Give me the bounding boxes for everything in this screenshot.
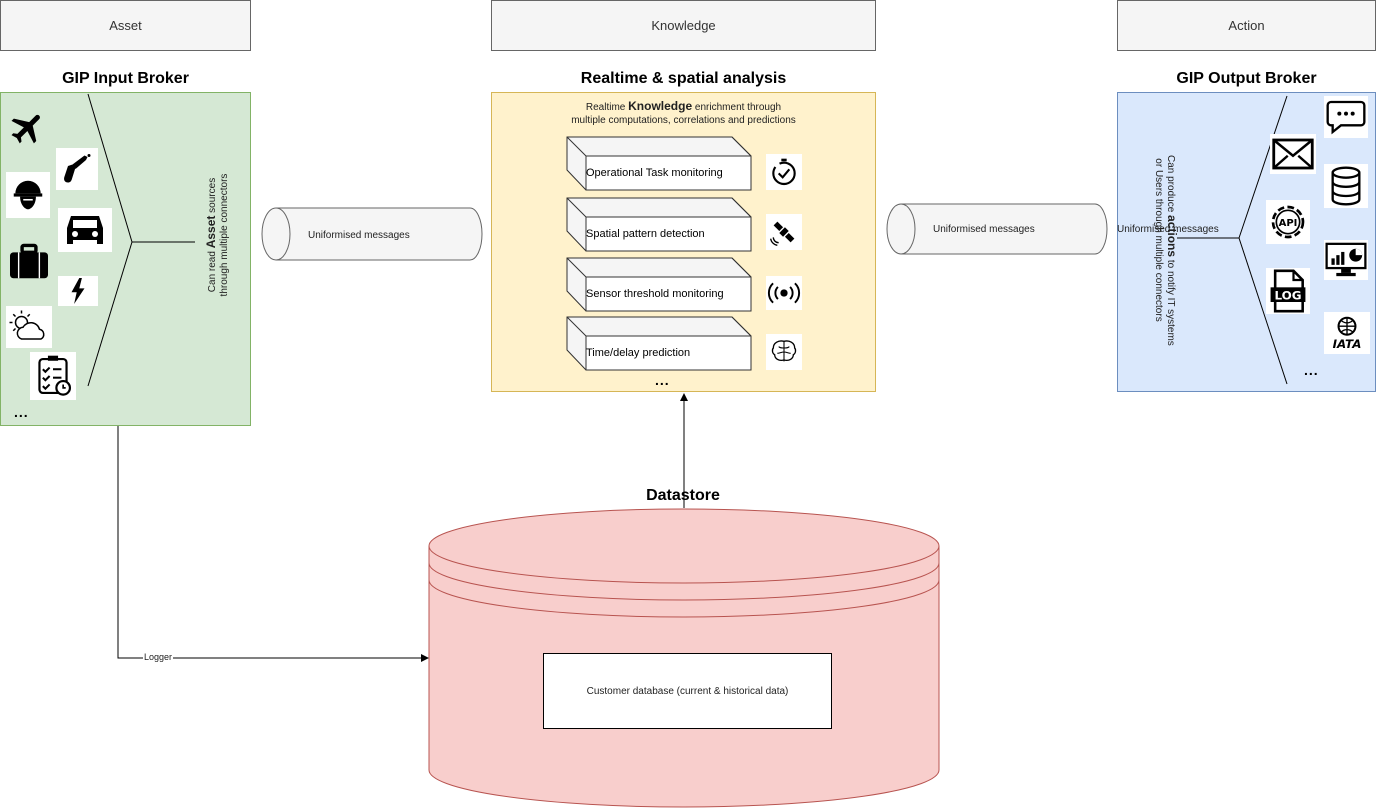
customer-database-label: Customer database (current & historical … — [586, 685, 789, 697]
chat-icon — [1324, 96, 1368, 138]
output-broker-title: GIP Output Broker — [1176, 70, 1317, 87]
datastore-title: Datastore — [646, 487, 720, 504]
stopwatch-icon — [766, 154, 802, 190]
helmet-icon — [6, 172, 50, 218]
module-label: Sensor threshold monitoring — [586, 288, 724, 300]
analysis-title: Realtime & spatial analysis — [580, 70, 787, 87]
module-box-shape — [566, 197, 752, 252]
header-action: Action — [1117, 0, 1376, 51]
dashboard-icon — [1324, 240, 1368, 280]
output-broker-more: ... — [1304, 362, 1319, 378]
module-sensor-threshold: Sensor threshold monitoring — [566, 257, 752, 312]
module-label: Time/delay prediction — [586, 347, 691, 359]
analysis-description: Realtime Knowledge enrichment through mu… — [491, 100, 876, 127]
header-asset-label: Asset — [109, 18, 142, 33]
signal-icon — [766, 276, 802, 310]
satellite-icon — [766, 214, 802, 250]
suitcase-icon — [6, 240, 52, 282]
header-action-label: Action — [1228, 18, 1265, 33]
output-broker-fan-lines — [1177, 95, 1288, 385]
left-queue-label: Uniformised messages — [308, 230, 410, 241]
input-broker-fan-lines — [87, 93, 195, 387]
module-operational-task: Operational Task monitoring — [566, 136, 752, 191]
analysis-desc-bold: Knowledge — [628, 99, 693, 113]
airplane-icon — [6, 106, 50, 150]
right-queue-label: Uniformised messages — [933, 224, 1035, 235]
logger-label: Logger — [143, 652, 174, 662]
customer-database-box: Customer database (current & historical … — [543, 653, 832, 729]
iata-icon: IATA — [1324, 312, 1370, 354]
left-message-queue — [261, 207, 483, 261]
mail-icon — [1270, 134, 1316, 174]
car-icon — [58, 208, 112, 252]
api-icon: API — [1266, 200, 1310, 244]
header-knowledge: Knowledge — [491, 0, 876, 51]
module-box-shape — [566, 316, 752, 371]
lightning-icon — [58, 276, 98, 306]
analysis-desc-suffix: enrichment through — [692, 102, 782, 113]
module-time-delay: Time/delay prediction — [566, 316, 752, 371]
analysis-desc-line2: multiple computations, correlations and … — [571, 115, 796, 126]
database-icon — [1324, 164, 1368, 208]
module-label: Operational Task monitoring — [586, 167, 723, 179]
log-file-icon: LOG — [1266, 268, 1310, 314]
header-knowledge-label: Knowledge — [651, 18, 716, 33]
input-broker-more: ... — [14, 404, 29, 420]
module-box-shape — [566, 257, 752, 312]
fuel-pump-icon — [56, 148, 98, 190]
right-message-queue — [886, 203, 1108, 255]
right-overlap-queue-label: Uniformised messages — [1117, 224, 1219, 235]
analysis-more: ... — [655, 372, 670, 388]
module-spatial-pattern: Spatial pattern detection — [566, 197, 752, 252]
header-asset: Asset — [0, 0, 251, 51]
module-box-shape — [566, 136, 752, 191]
input-broker-title: GIP Input Broker — [62, 70, 189, 87]
svg-text:IATA: IATA — [1333, 337, 1362, 351]
svg-text:API: API — [1279, 218, 1298, 229]
weather-icon — [6, 306, 52, 348]
brain-icon — [766, 334, 802, 370]
checklist-icon — [30, 352, 76, 400]
svg-text:LOG: LOG — [1274, 288, 1301, 302]
analysis-desc-prefix: Realtime — [585, 102, 629, 113]
module-label: Spatial pattern detection — [586, 228, 705, 240]
